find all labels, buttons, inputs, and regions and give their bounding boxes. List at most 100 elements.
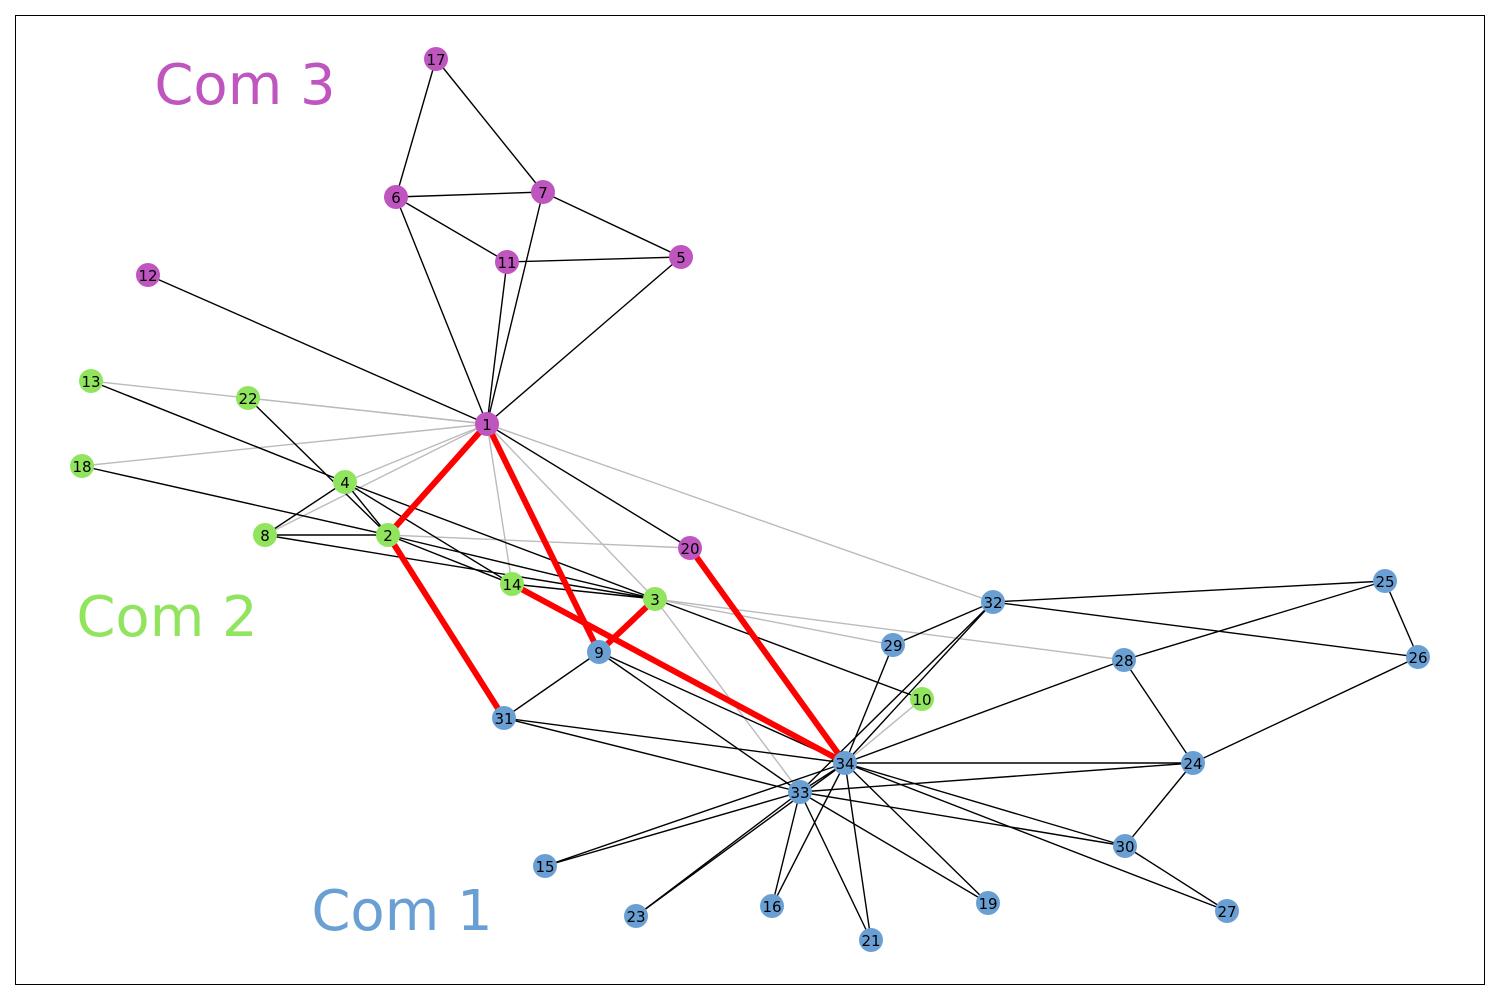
node-circle	[531, 180, 555, 204]
community-label-com2: Com 2	[76, 585, 257, 650]
node-label: 22	[238, 390, 257, 408]
edge-3-33	[654, 598, 801, 793]
node-13: 13	[79, 369, 103, 393]
node-label: 6	[391, 189, 401, 207]
node-label: 17	[426, 51, 445, 69]
node-circle	[136, 263, 160, 287]
node-circle	[492, 706, 516, 730]
edge-9-34	[598, 651, 846, 764]
node-label: 28	[1114, 652, 1133, 670]
node-circle	[236, 386, 260, 410]
edge-6-7	[395, 191, 544, 198]
node-8: 8	[253, 523, 277, 547]
node-27: 27	[1215, 899, 1239, 923]
edge-1-14	[486, 423, 513, 585]
node-label: 2	[383, 527, 393, 545]
edge-1-3	[486, 423, 656, 600]
node-28: 28	[1112, 648, 1136, 672]
edge-16-34	[771, 762, 846, 907]
edge-24-30	[1124, 762, 1194, 847]
edge-7-17	[435, 58, 544, 193]
community-labels-layer: Com 3 Com 2 Com 1	[76, 53, 492, 944]
edge-15-33	[544, 791, 801, 867]
edge-9-33	[598, 651, 801, 793]
node-label: 31	[494, 710, 513, 728]
edge-10-34	[844, 698, 923, 764]
node-label: 33	[790, 784, 809, 802]
edge-31-34	[503, 717, 846, 764]
node-label: 7	[538, 184, 548, 202]
edge-15-34	[544, 762, 846, 867]
node-circle	[976, 891, 1000, 915]
edge-1-8	[264, 423, 488, 536]
node-label: 25	[1375, 573, 1394, 591]
edge-3-4	[344, 481, 656, 600]
node-32: 32	[981, 590, 1005, 614]
node-label: 32	[983, 594, 1002, 612]
node-label: 15	[535, 858, 554, 876]
node-circle	[1113, 834, 1137, 858]
edge-4-13	[90, 380, 346, 483]
node-label: 16	[762, 898, 781, 916]
node-circle	[788, 780, 812, 804]
node-34: 34	[833, 751, 857, 775]
node-5: 5	[669, 245, 693, 269]
edge-32-33	[799, 601, 994, 793]
edge-3-29	[654, 598, 894, 646]
node-label: 20	[680, 540, 699, 558]
edge-19-33	[799, 791, 989, 904]
node-label: 27	[1217, 903, 1236, 921]
node-22: 22	[236, 386, 260, 410]
edge-1-18	[81, 423, 488, 467]
node-6: 6	[384, 185, 408, 209]
node-label: 19	[978, 895, 997, 913]
edge-4-8	[264, 481, 346, 536]
edge-25-28	[1123, 580, 1386, 661]
node-14: 14	[500, 572, 524, 596]
node-16: 16	[760, 894, 784, 918]
node-23: 23	[624, 904, 648, 928]
edge-28-34	[844, 659, 1125, 764]
edge-24-28	[1123, 659, 1194, 764]
node-circle	[760, 894, 784, 918]
node-circle	[669, 245, 693, 269]
node-label: 24	[1183, 755, 1202, 773]
edges-layer	[81, 58, 1419, 941]
edge-1-32	[486, 423, 994, 603]
edge-5-7	[542, 191, 682, 258]
node-label: 14	[502, 576, 521, 594]
node-24: 24	[1181, 751, 1205, 775]
node-label: 12	[138, 267, 157, 285]
community-label-com3: Com 3	[154, 53, 335, 118]
node-circle	[384, 185, 408, 209]
edge-5-11	[506, 256, 682, 263]
node-9: 9	[587, 640, 611, 664]
node-circle	[1181, 751, 1205, 775]
edge-24-26	[1192, 656, 1419, 764]
node-circle	[376, 523, 400, 547]
edge-1-7	[486, 191, 544, 425]
node-18: 18	[70, 454, 94, 478]
node-circle	[678, 536, 702, 560]
edge-6-11	[395, 196, 508, 263]
edge-3-14	[511, 583, 656, 600]
edge-2-14	[387, 534, 513, 585]
edge-6-17	[395, 58, 437, 198]
node-21: 21	[859, 928, 883, 952]
edge-9-31	[503, 651, 600, 719]
node-label: 30	[1115, 838, 1134, 856]
node-circle	[643, 587, 667, 611]
node-circle	[475, 412, 499, 436]
edge-1-22	[247, 397, 488, 425]
node-4: 4	[333, 470, 357, 494]
edge-1-4	[344, 423, 488, 483]
edge-1-20	[486, 423, 691, 549]
node-1: 1	[475, 412, 499, 436]
edge-2-3	[387, 534, 656, 600]
highlighted-edge-1-9	[484, 421, 602, 655]
node-11: 11	[495, 250, 519, 274]
node-17: 17	[424, 47, 448, 71]
node-30: 30	[1113, 834, 1137, 858]
